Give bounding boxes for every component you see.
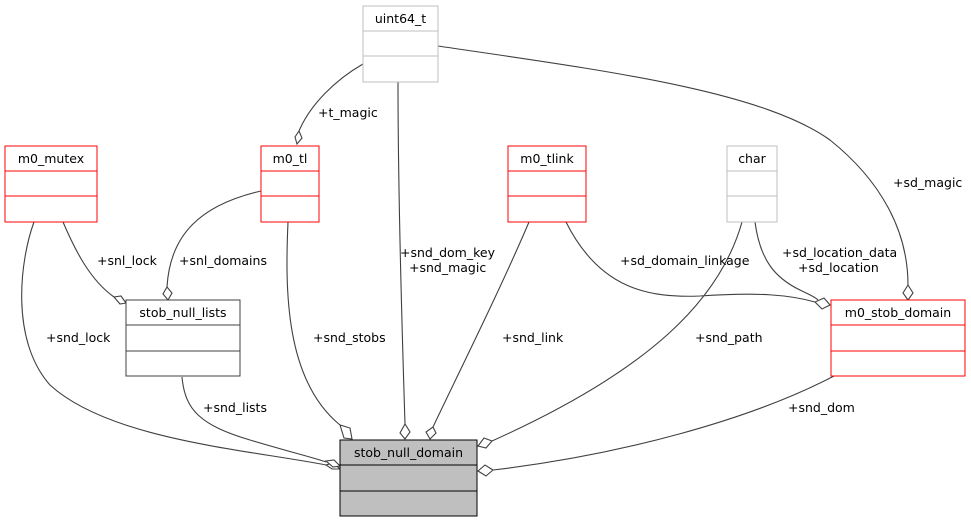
node-m0-tl[interactable]: m0_tl	[260, 145, 320, 223]
edge-sd-location	[754, 221, 819, 301]
label-snd-path: +snd_path	[695, 330, 763, 345]
label-sd-domain-linkage: +sd_domain_linkage	[620, 253, 750, 268]
edge-sd-magic	[437, 45, 909, 286]
edge-snd-dom-key	[397, 81, 406, 425]
node-title: stob_null_lists	[139, 305, 226, 320]
aggregation-diamond	[339, 424, 353, 440]
edge-snd-link	[432, 221, 530, 428]
node-title: m0_mutex	[18, 151, 84, 166]
label-snd-magic: +snd_magic	[409, 260, 486, 275]
node-char[interactable]: char	[726, 145, 778, 223]
label-snd-link: +snd_link	[502, 330, 564, 345]
aggregation-diamond	[399, 422, 411, 440]
aggregation-diamond	[814, 297, 831, 310]
aggregation-diamond	[477, 464, 494, 477]
node-stob-null-domain[interactable]: stob_null_domain	[339, 439, 478, 517]
label-sd-location: +sd_location	[798, 260, 879, 275]
edge-t-magic	[298, 63, 364, 132]
label-snd-stobs: +snd_stobs	[313, 330, 386, 345]
label-snl-lock: +snl_lock	[97, 253, 158, 268]
label-t-magic: +t_magic	[318, 105, 378, 120]
node-m0-mutex[interactable]: m0_mutex	[4, 145, 98, 223]
aggregation-diamond	[112, 295, 127, 305]
edge-snl-domains	[166, 190, 262, 288]
label-snd-dom: +snd_dom	[788, 400, 855, 415]
label-snd-dom-key: +snd_dom_key	[400, 245, 496, 260]
edge-snd-stobs	[286, 221, 341, 426]
label-sd-magic: +sd_magic	[893, 175, 962, 190]
node-title: m0_tlink	[520, 151, 574, 166]
edge-snd-path	[491, 221, 743, 442]
node-title: m0_tl	[273, 151, 308, 166]
aggregation-diamond	[294, 129, 303, 146]
label-snd-lock: +snd_lock	[46, 330, 111, 345]
edges	[21, 45, 914, 477]
node-uint64-t[interactable]: uint64_t	[362, 5, 439, 83]
label-sd-location-data: +sd_location_data	[782, 245, 897, 260]
edge-snl-lock	[62, 221, 115, 298]
edge-labels: +t_magic +snd_dom_key +snd_magic +sd_mag…	[46, 105, 962, 415]
edge-sd-domain-linkage	[565, 221, 816, 303]
label-snl-domains: +snl_domains	[179, 253, 267, 268]
aggregation-diamond	[477, 437, 493, 449]
aggregation-diamond	[324, 459, 342, 468]
label-snd-lists: +snd_lists	[203, 400, 267, 415]
aggregation-diamond	[162, 286, 173, 301]
node-title: uint64_t	[375, 11, 426, 26]
node-m0-tlink[interactable]: m0_tlink	[507, 145, 587, 223]
edge-snd-lists	[181, 376, 327, 463]
node-title: stob_null_domain	[354, 445, 463, 460]
node-title: m0_stob_domain	[845, 305, 951, 320]
node-m0-stob-domain[interactable]: m0_stob_domain	[830, 299, 966, 377]
aggregation-diamond	[902, 283, 914, 301]
edge-snd-lock	[21, 221, 327, 466]
node-stob-null-lists[interactable]: stob_null_lists	[125, 299, 241, 377]
node-title: char	[738, 151, 766, 166]
edge-snd-dom	[492, 375, 835, 471]
aggregation-diamond	[425, 426, 437, 440]
